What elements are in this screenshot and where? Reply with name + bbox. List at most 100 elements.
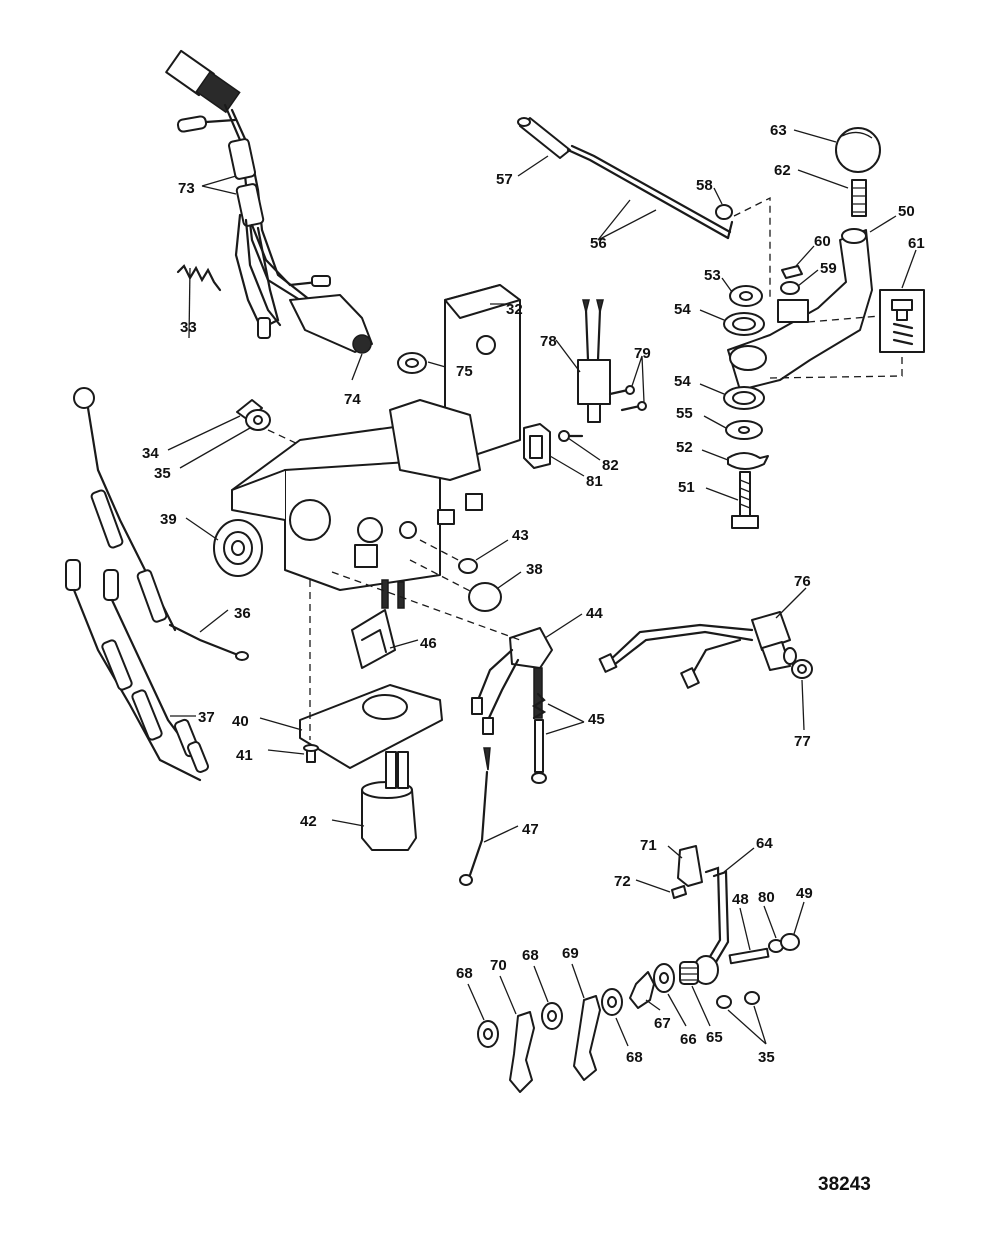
callout-56: 56 bbox=[590, 235, 607, 252]
callout-52: 52 bbox=[676, 439, 693, 456]
callout-51: 51 bbox=[678, 479, 695, 496]
nut-77 bbox=[791, 659, 813, 679]
lead-37 bbox=[65, 559, 209, 782]
callout-78: 78 bbox=[540, 333, 557, 350]
washer-53 bbox=[729, 285, 763, 307]
part-42 bbox=[361, 751, 417, 851]
callout-37: 37 bbox=[198, 709, 215, 726]
callout-66: 66 bbox=[680, 1031, 697, 1048]
stud-62 bbox=[851, 179, 867, 217]
washer-55 bbox=[725, 420, 763, 440]
callout-75: 75 bbox=[456, 363, 473, 380]
callout-68-middle: 68 bbox=[522, 947, 539, 964]
callout-48: 48 bbox=[732, 891, 749, 908]
switch-76 bbox=[598, 611, 797, 689]
callout-55: 55 bbox=[676, 405, 693, 422]
callout-65: 65 bbox=[706, 1029, 723, 1046]
wiring-harness bbox=[165, 49, 373, 354]
callout-81: 81 bbox=[586, 473, 603, 490]
washer-54b bbox=[723, 386, 765, 410]
callout-71: 71 bbox=[640, 837, 657, 854]
callout-60: 60 bbox=[814, 233, 831, 250]
rod-57 bbox=[517, 117, 571, 159]
lever-64 bbox=[693, 866, 730, 985]
plug-43 bbox=[458, 558, 478, 574]
callout-41: 41 bbox=[236, 747, 253, 764]
washer-68c bbox=[601, 988, 623, 1016]
callout-57: 57 bbox=[496, 171, 513, 188]
callout-50: 50 bbox=[898, 203, 915, 220]
figure-number: 38243 bbox=[818, 1174, 871, 1195]
lead-47 bbox=[459, 747, 491, 886]
switch-78 bbox=[577, 299, 611, 423]
clip-46 bbox=[351, 609, 396, 669]
callout-47: 47 bbox=[522, 821, 539, 838]
plate-40 bbox=[299, 684, 443, 769]
nut-49 bbox=[780, 933, 800, 951]
callout-73: 73 bbox=[178, 180, 195, 197]
callout-44: 44 bbox=[586, 605, 603, 622]
control-housing bbox=[231, 284, 521, 609]
nuts-35 bbox=[716, 991, 760, 1009]
nut-75 bbox=[397, 352, 427, 374]
callout-32: 32 bbox=[506, 301, 523, 318]
callout-63: 63 bbox=[770, 122, 787, 139]
rod-56 bbox=[566, 144, 734, 240]
washer-68a bbox=[477, 1020, 499, 1048]
plug-38 bbox=[468, 582, 502, 612]
lever-70 bbox=[509, 1011, 535, 1093]
callout-38: 38 bbox=[526, 561, 543, 578]
callout-58: 58 bbox=[696, 177, 713, 194]
callout-49: 49 bbox=[796, 885, 813, 902]
pin-48 bbox=[728, 947, 770, 965]
washer-68b bbox=[541, 1002, 563, 1030]
callout-70: 70 bbox=[490, 957, 507, 974]
callout-45: 45 bbox=[588, 711, 605, 728]
lever-50 bbox=[727, 228, 873, 391]
callout-43: 43 bbox=[512, 527, 529, 544]
washer-54a bbox=[723, 312, 765, 336]
retainer-34 bbox=[236, 399, 263, 421]
lead-36 bbox=[73, 387, 249, 661]
callout-46: 46 bbox=[420, 635, 437, 652]
nut-58 bbox=[715, 204, 733, 220]
callout-33: 33 bbox=[180, 319, 197, 336]
callout-36: 36 bbox=[234, 605, 251, 622]
washer-52 bbox=[727, 452, 769, 470]
callout-59: 59 bbox=[820, 260, 837, 277]
callout-39: 39 bbox=[160, 511, 177, 528]
bolt-51 bbox=[731, 471, 759, 529]
callout-76: 76 bbox=[794, 573, 811, 590]
callout-67: 67 bbox=[654, 1015, 671, 1032]
bracket-81 bbox=[523, 423, 551, 469]
callout-34: 34 bbox=[142, 445, 159, 462]
screw-82 bbox=[558, 430, 584, 442]
callout-54-upper: 54 bbox=[674, 301, 691, 318]
detail-61 bbox=[879, 289, 925, 353]
screw-79 bbox=[608, 385, 647, 412]
lever-69 bbox=[573, 995, 601, 1081]
knob-71 bbox=[677, 845, 703, 887]
callout-53: 53 bbox=[704, 267, 721, 284]
washer-59 bbox=[780, 281, 800, 295]
grommet-39 bbox=[213, 519, 263, 577]
callout-54-lower: 54 bbox=[674, 373, 691, 390]
clip-60 bbox=[781, 265, 803, 279]
callout-35: 35 bbox=[154, 465, 171, 482]
callout-61: 61 bbox=[908, 235, 925, 252]
callout-77: 77 bbox=[794, 733, 811, 750]
callout-68-right: 68 bbox=[626, 1049, 643, 1066]
callout-82: 82 bbox=[602, 457, 619, 474]
callout-79: 79 bbox=[634, 345, 651, 362]
callout-64: 64 bbox=[756, 835, 773, 852]
callout-74: 74 bbox=[344, 391, 361, 408]
screw-41 bbox=[303, 744, 319, 763]
screw-72 bbox=[671, 885, 687, 899]
spring-65 bbox=[679, 961, 699, 985]
callout-40: 40 bbox=[232, 713, 249, 730]
callout-68-left: 68 bbox=[456, 965, 473, 982]
callout-35-lower: 35 bbox=[758, 1049, 775, 1066]
cam-67 bbox=[629, 971, 655, 1009]
callout-62: 62 bbox=[774, 162, 791, 179]
